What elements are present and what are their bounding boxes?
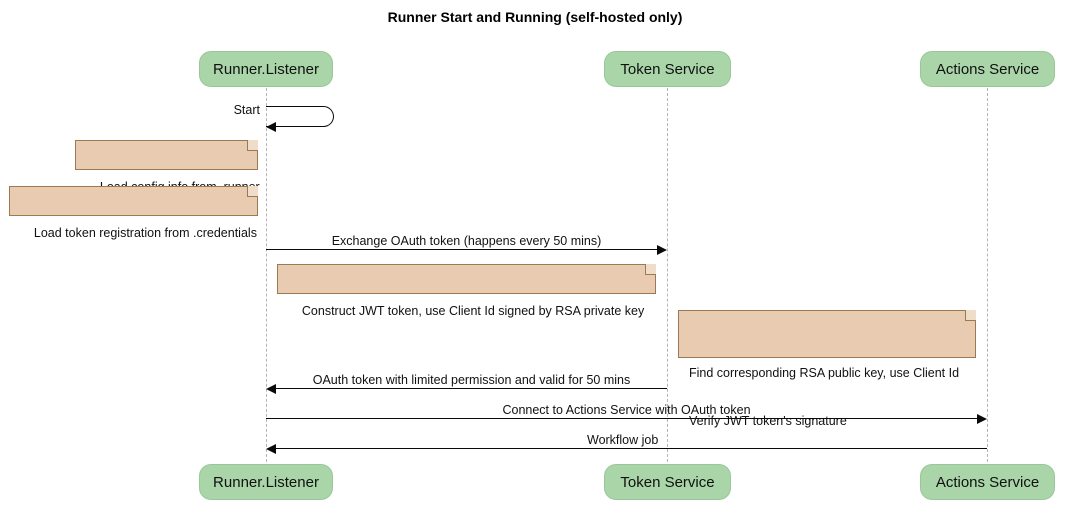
participant-label-runner-footer: Runner.Listener [213, 473, 319, 491]
message-label-oauth-response: OAuth token with limited permission and … [312, 373, 631, 387]
diagram-title: Runner Start and Running (self-hosted on… [387, 9, 683, 25]
participant-header-runner[interactable]: Runner.Listener [199, 51, 333, 87]
note-fold-icon [247, 140, 258, 151]
note-verify-jwt-line1: Find corresponding RSA public key, use C… [689, 366, 960, 380]
message-arrowhead-exchange-oauth [657, 245, 667, 255]
note-load-token-registration: Load token registration from .credential… [9, 186, 258, 240]
participant-footer-token[interactable]: Token Service [604, 464, 731, 500]
message-label-exchange-oauth: Exchange OAuth token (happens every 50 m… [331, 234, 602, 248]
message-arrowhead-connect-actions [977, 414, 987, 424]
participant-label-runner: Runner.Listener [213, 60, 319, 78]
note-construct-jwt-text: Construct JWT token, use Client Id signe… [301, 304, 645, 318]
participant-footer-actions[interactable]: Actions Service [920, 464, 1055, 500]
message-line-workflow-job [276, 448, 987, 449]
participant-label-token: Token Service [620, 60, 715, 78]
message-line-exchange-oauth [266, 249, 657, 250]
message-label-workflow-job: Workflow job [587, 433, 659, 447]
participant-header-actions[interactable]: Actions Service [920, 51, 1055, 87]
participant-label-token-footer: Token Service [620, 473, 715, 491]
note-fold-icon [965, 310, 976, 321]
message-arrowhead-workflow-job [266, 444, 276, 454]
lifeline-actions [987, 88, 988, 462]
note-verify-jwt-line2: Verify JWT token's signature [689, 414, 847, 428]
note-construct-jwt: Construct JWT token, use Client Id signe… [277, 264, 656, 318]
message-label-connect-actions: Connect to Actions Service with OAuth to… [502, 403, 751, 417]
lifeline-runner [266, 88, 267, 462]
message-line-connect-actions [266, 418, 977, 419]
note-load-token-registration-text: Load token registration from .credential… [33, 226, 257, 240]
note-verify-jwt: Find corresponding RSA public key, use C… [678, 310, 976, 428]
participant-label-actions-footer: Actions Service [935, 473, 1040, 491]
note-fold-icon [645, 264, 656, 275]
lifeline-token [667, 88, 668, 462]
message-line-oauth-response [276, 388, 667, 389]
participant-label-actions: Actions Service [935, 60, 1040, 78]
self-message-loop-start [266, 106, 334, 127]
participant-footer-runner[interactable]: Runner.Listener [199, 464, 333, 500]
message-arrowhead-oauth-response [266, 384, 276, 394]
participant-header-token[interactable]: Token Service [604, 51, 731, 87]
self-message-label-start: Start [233, 103, 260, 117]
self-message-arrowhead-start [266, 122, 276, 132]
note-fold-icon [247, 186, 258, 197]
note-load-config: Load config info from .runner [75, 140, 260, 194]
